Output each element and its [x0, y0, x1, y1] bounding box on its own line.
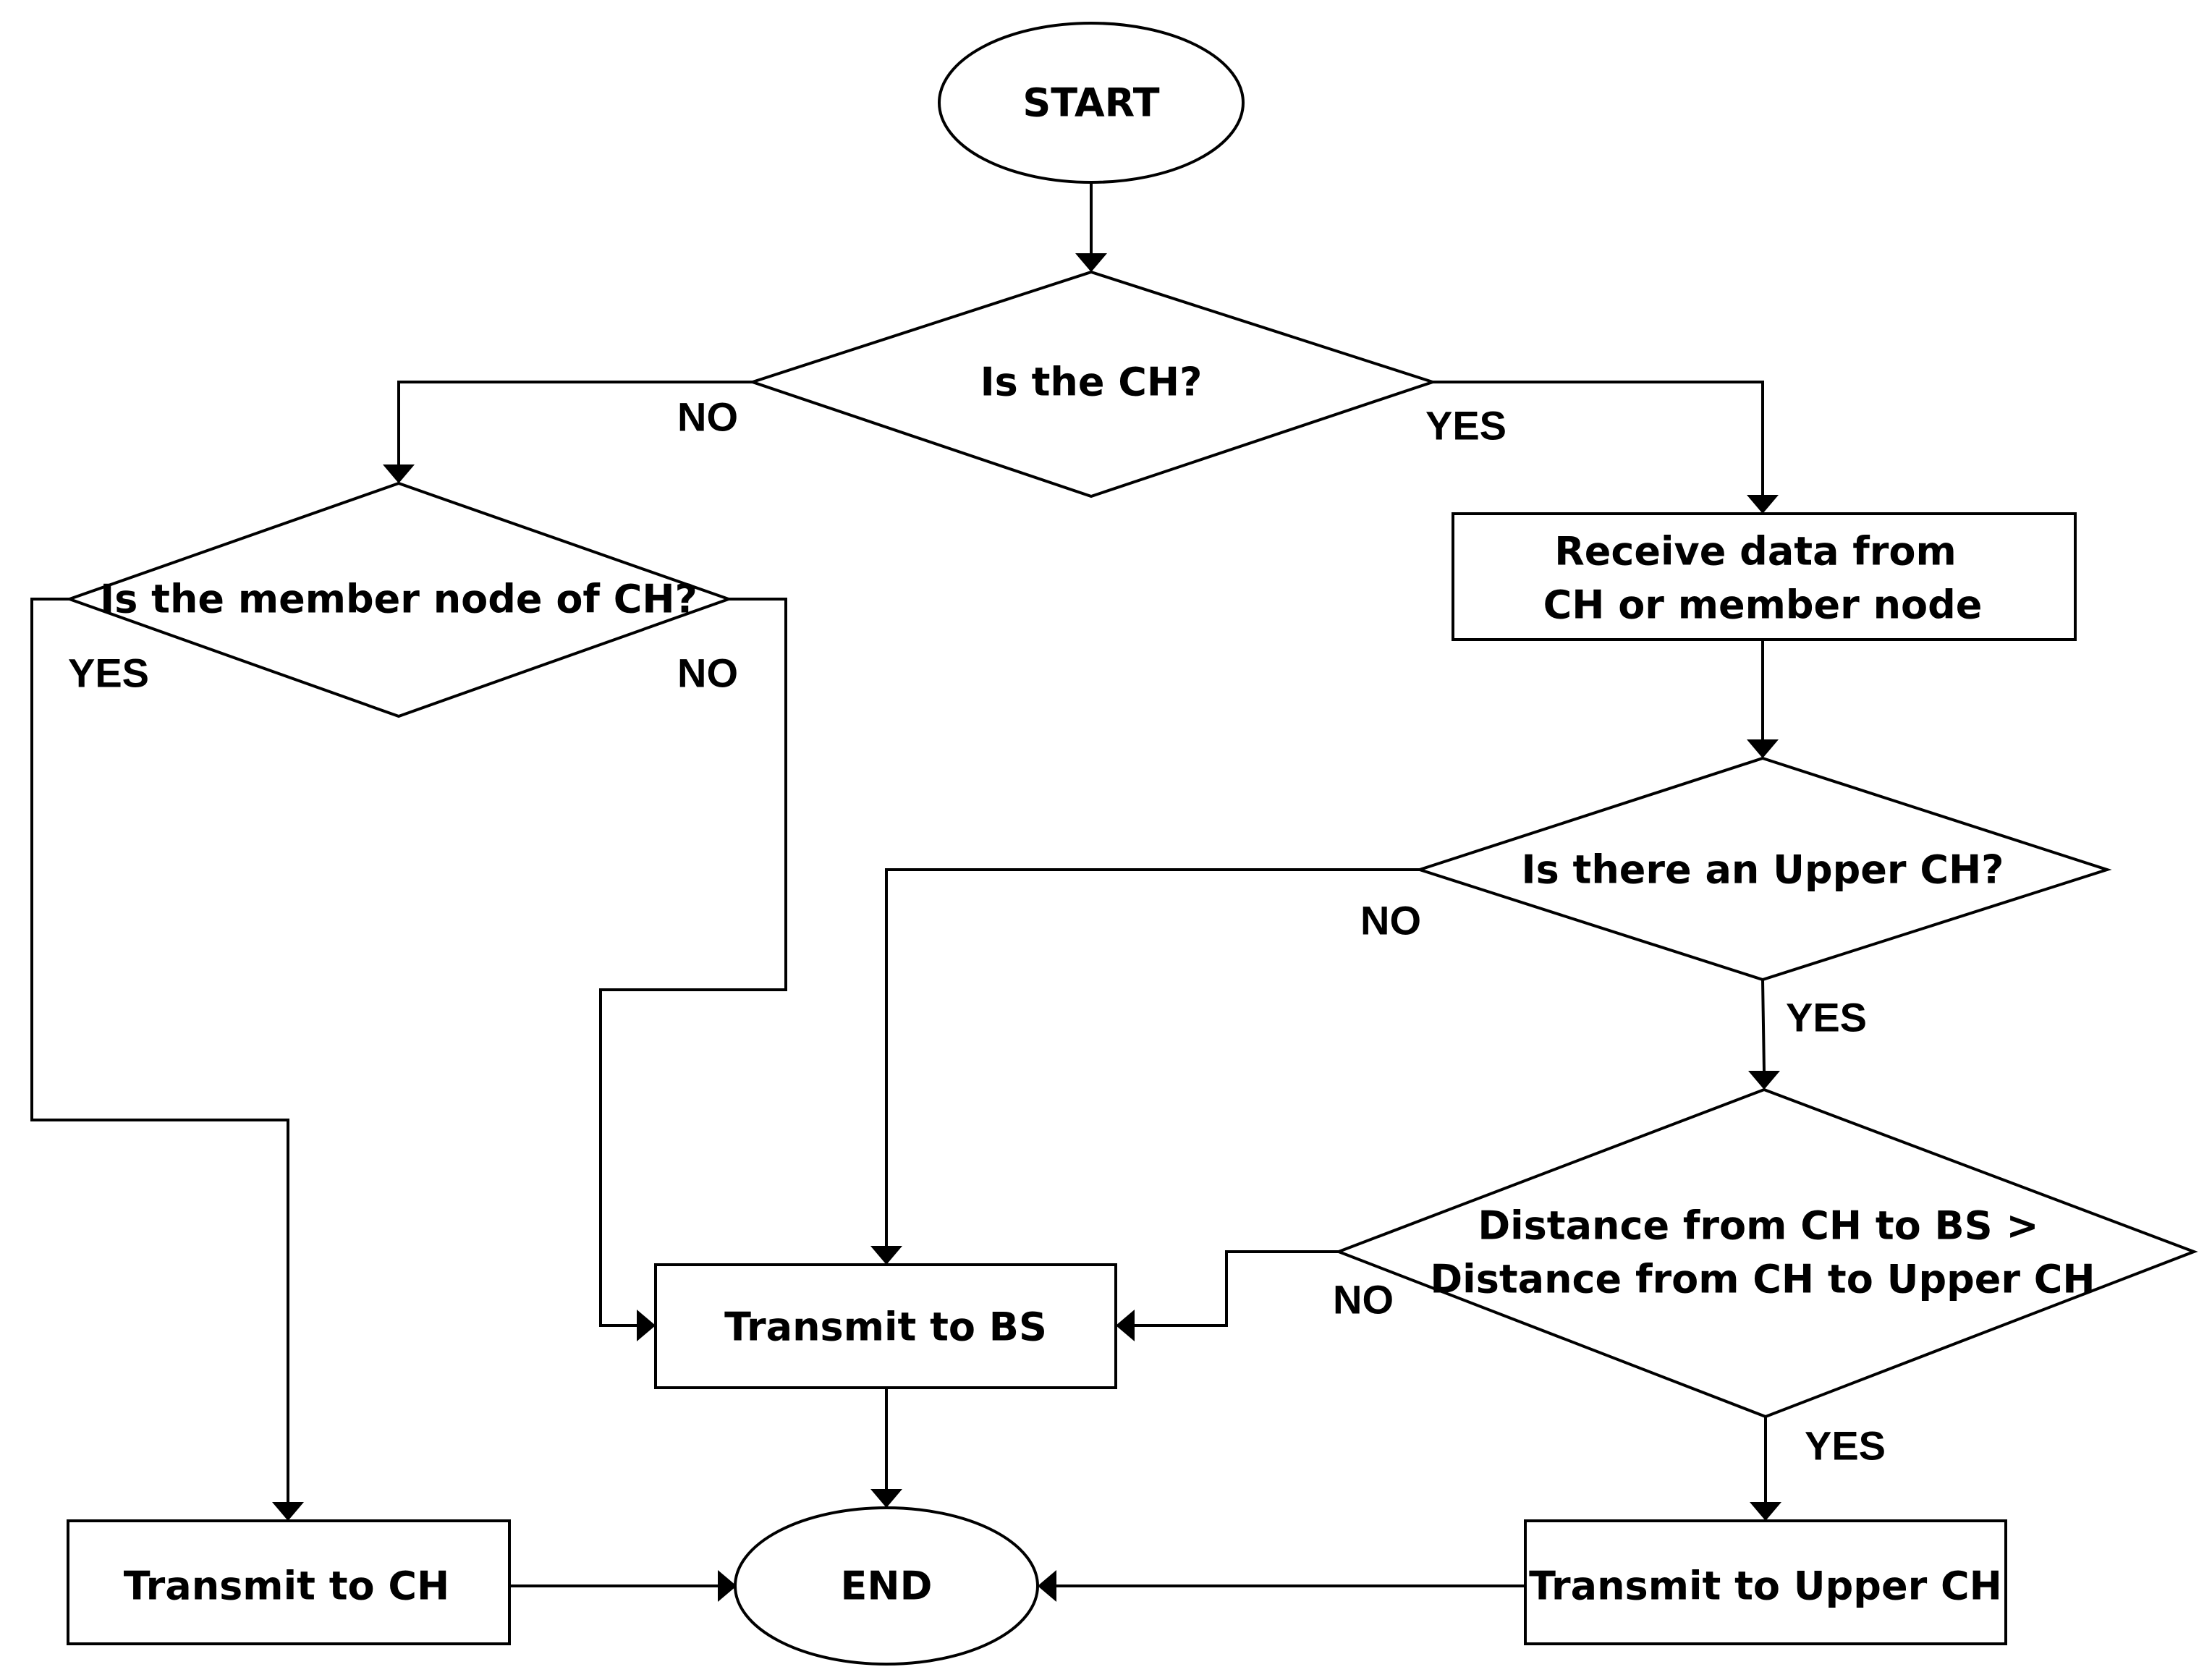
arrowhead-receive — [1747, 495, 1779, 514]
edge-is-ch-no — [397, 381, 753, 464]
transmit-ch-label: Transmit to CH — [124, 1564, 449, 1609]
node-start: START — [938, 22, 1245, 184]
start-label: START — [1022, 80, 1159, 126]
arrowhead-member — [383, 464, 415, 483]
arrowhead-end-top — [870, 1489, 902, 1508]
node-transmit-upper-ch: Transmit to Upper CH — [1524, 1519, 2007, 1645]
upper-ch-diamond — [1415, 756, 2112, 982]
transmit-ch-box — [67, 1519, 511, 1645]
edge-is-ch-yes — [1433, 381, 1764, 495]
node-receive-data: Receive data from CH or member node — [1452, 512, 2077, 641]
upper-ch-label: Is there an Upper CH? — [1521, 847, 2004, 893]
distance-label-line1: Distance from CH to BS > — [1478, 1203, 2038, 1249]
is-ch-label: Is the CH? — [980, 360, 1203, 405]
node-transmit-bs: Transmit to BS — [654, 1263, 1117, 1389]
is-ch-yes-label: YES — [1425, 403, 1507, 449]
node-transmit-ch: Transmit to CH — [67, 1519, 511, 1645]
start-ellipse — [938, 22, 1245, 184]
member-no-label: NO — [677, 650, 738, 696]
arrowhead-bs-top — [870, 1246, 902, 1265]
arrowhead-upper-ch-box — [1750, 1502, 1781, 1521]
is-ch-diamond — [747, 270, 1438, 499]
arrowhead-bs-right — [1116, 1310, 1135, 1341]
arrowhead-distance — [1748, 1071, 1780, 1090]
edge-distance-no — [1135, 1250, 1339, 1327]
edge-upper-no — [885, 868, 1420, 1246]
arrowhead-bs-left — [637, 1310, 656, 1341]
distance-no-label: NO — [1333, 1277, 1394, 1323]
node-is-member: Is the member node of CH? — [65, 481, 734, 718]
node-is-ch: Is the CH? — [747, 270, 1438, 499]
edge-member-no — [599, 598, 787, 1327]
arrowhead-is-ch — [1075, 253, 1107, 272]
member-yes-label: YES — [68, 650, 149, 696]
upper-yes-label: YES — [1786, 995, 1867, 1040]
branch-labels: NO YES YES NO NO YES NO YES — [68, 394, 1886, 1469]
node-upper-ch-exists: Is there an Upper CH? — [1415, 756, 2112, 982]
receive-box — [1452, 512, 2077, 641]
is-ch-no-label: NO — [677, 394, 738, 440]
node-distance-compare: Distance from CH to BS > Distance from C… — [1334, 1087, 2198, 1419]
is-member-label: Is the member node of CH? — [100, 577, 698, 622]
arrowhead-end-right — [1038, 1570, 1056, 1602]
connectors — [30, 182, 1781, 1602]
transmit-upper-ch-box — [1524, 1519, 2007, 1645]
receive-label-line1: Receive data from — [1554, 529, 1957, 574]
arrowhead-upper — [1747, 739, 1779, 758]
transmit-bs-label: Transmit to BS — [724, 1304, 1047, 1350]
receive-label-line2: CH or member node — [1543, 582, 1983, 628]
end-ellipse — [734, 1506, 1039, 1666]
is-member-diamond — [65, 481, 734, 718]
arrowhead-end-left — [718, 1570, 737, 1602]
upper-no-label: NO — [1360, 898, 1421, 943]
edge-upper-yes — [1761, 979, 1766, 1072]
arrowhead-transmit-ch — [272, 1502, 304, 1521]
distance-label-line2: Distance from CH to Upper CH — [1430, 1257, 2095, 1302]
distance-diamond — [1334, 1087, 2198, 1419]
transmit-upper-ch-label: Transmit to Upper CH — [1529, 1564, 2002, 1609]
node-end: END — [734, 1506, 1039, 1666]
transmit-bs-box — [654, 1263, 1117, 1389]
edge-member-yes — [30, 598, 289, 1502]
distance-yes-label: YES — [1805, 1423, 1886, 1469]
end-label: END — [841, 1564, 933, 1609]
